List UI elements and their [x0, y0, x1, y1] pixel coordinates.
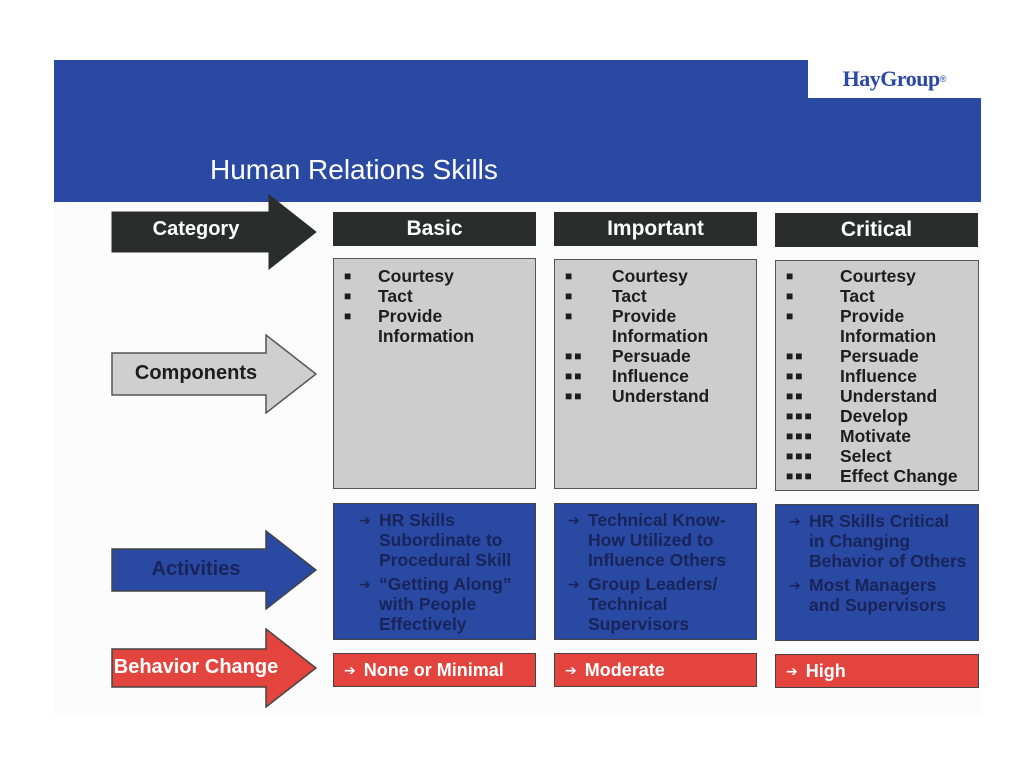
arrow-right-icon: ➔ [359, 576, 371, 592]
bullet-icon: ■■■ [786, 469, 814, 483]
activities-box-basic: ➔ HR Skills Subordinate to Procedural Sk… [333, 503, 536, 640]
behavior-change-critical: ➔ High [775, 654, 979, 688]
bullet-icon: ■ [344, 269, 354, 283]
activity-item: ➔ Technical Know- How Utilized to Influe… [568, 510, 727, 570]
activity-item: ➔ Most Managers and Supervisors [789, 575, 947, 615]
category-arrow: Category [111, 194, 317, 270]
bullet-icon: ■ [565, 269, 575, 283]
components-box-important: ■Courtesy ■Tact ■Provide Information ■■P… [554, 259, 757, 489]
arrow-right-icon: ➔ [786, 662, 798, 679]
behavior-change-arrow: Behavior Change [111, 628, 317, 708]
bullet-icon: ■ [565, 289, 575, 303]
activities-label: Activities [151, 558, 241, 580]
components-box-critical: ■Courtesy ■Tact ■Provide Information ■■P… [775, 260, 979, 491]
bullet-icon: ■■ [786, 369, 805, 383]
bullet-icon: ■ [786, 289, 796, 303]
bullet-icon: ■ [344, 309, 354, 323]
arrow-right-icon: ➔ [789, 513, 801, 529]
bullet-icon: ■ [344, 289, 354, 303]
bullet-icon: ■■■ [786, 429, 814, 443]
components-label: Components [134, 362, 258, 384]
bullet-icon: ■■■ [786, 449, 814, 463]
bullet-icon: ■ [786, 269, 796, 283]
registered-mark: ® [939, 74, 947, 84]
page-title: Human Relations Skills [210, 154, 498, 185]
arrow-right-icon: ➔ [565, 661, 577, 678]
arrow-right-icon: ➔ [359, 512, 371, 528]
arrow-right-icon: ➔ [789, 577, 801, 593]
components-box-basic: ■Courtesy ■Tact ■Provide Information [333, 258, 536, 489]
behavior-change-important: ➔ Moderate [554, 653, 757, 687]
arrow-right-icon: ➔ [344, 661, 356, 678]
category-header-basic: Basic [333, 212, 536, 246]
activities-arrow: Activities [111, 530, 317, 610]
logo-text: HayGroup [842, 66, 941, 91]
behavior-change-label: Behavior Change [113, 656, 279, 678]
haygroup-logo: HayGroup ® [808, 60, 981, 98]
arrow-right-icon: ➔ [568, 576, 580, 592]
bullet-icon: ■■■ [786, 409, 814, 423]
bullet-icon: ■■ [565, 389, 584, 403]
arrow-right-icon: ➔ [568, 512, 580, 528]
bullet-icon: ■■ [565, 349, 584, 363]
activities-box-important: ➔ Technical Know- How Utilized to Influe… [554, 503, 757, 640]
behavior-change-basic: ➔ None or Minimal [333, 653, 536, 687]
activity-item: ➔ HR Skills Critical in Changing Behavio… [789, 511, 967, 571]
behavior-change-arrow-shape [111, 628, 317, 708]
bullet-icon: ■■ [786, 349, 805, 363]
category-header-important: Important [554, 212, 757, 246]
activity-item: ➔ Group Leaders/ Technical Supervisors [568, 574, 718, 634]
bullet-icon: ■■ [565, 369, 584, 383]
bullet-icon: ■ [565, 309, 575, 323]
category-label: Category [152, 218, 240, 240]
bullet-icon: ■■ [786, 389, 805, 403]
activities-arrow-shape [111, 530, 317, 610]
category-header-critical: Critical [775, 213, 978, 247]
activities-box-critical: ➔ HR Skills Critical in Changing Behavio… [775, 504, 979, 641]
activity-item: ➔ HR Skills Subordinate to Procedural Sk… [359, 510, 512, 570]
components-arrow: Components [111, 334, 317, 414]
bullet-icon: ■ [786, 309, 796, 323]
components-arrow-shape [111, 334, 317, 414]
activity-item: ➔ “Getting Along” with People Effectivel… [359, 574, 512, 634]
category-arrow-shape [111, 194, 317, 270]
